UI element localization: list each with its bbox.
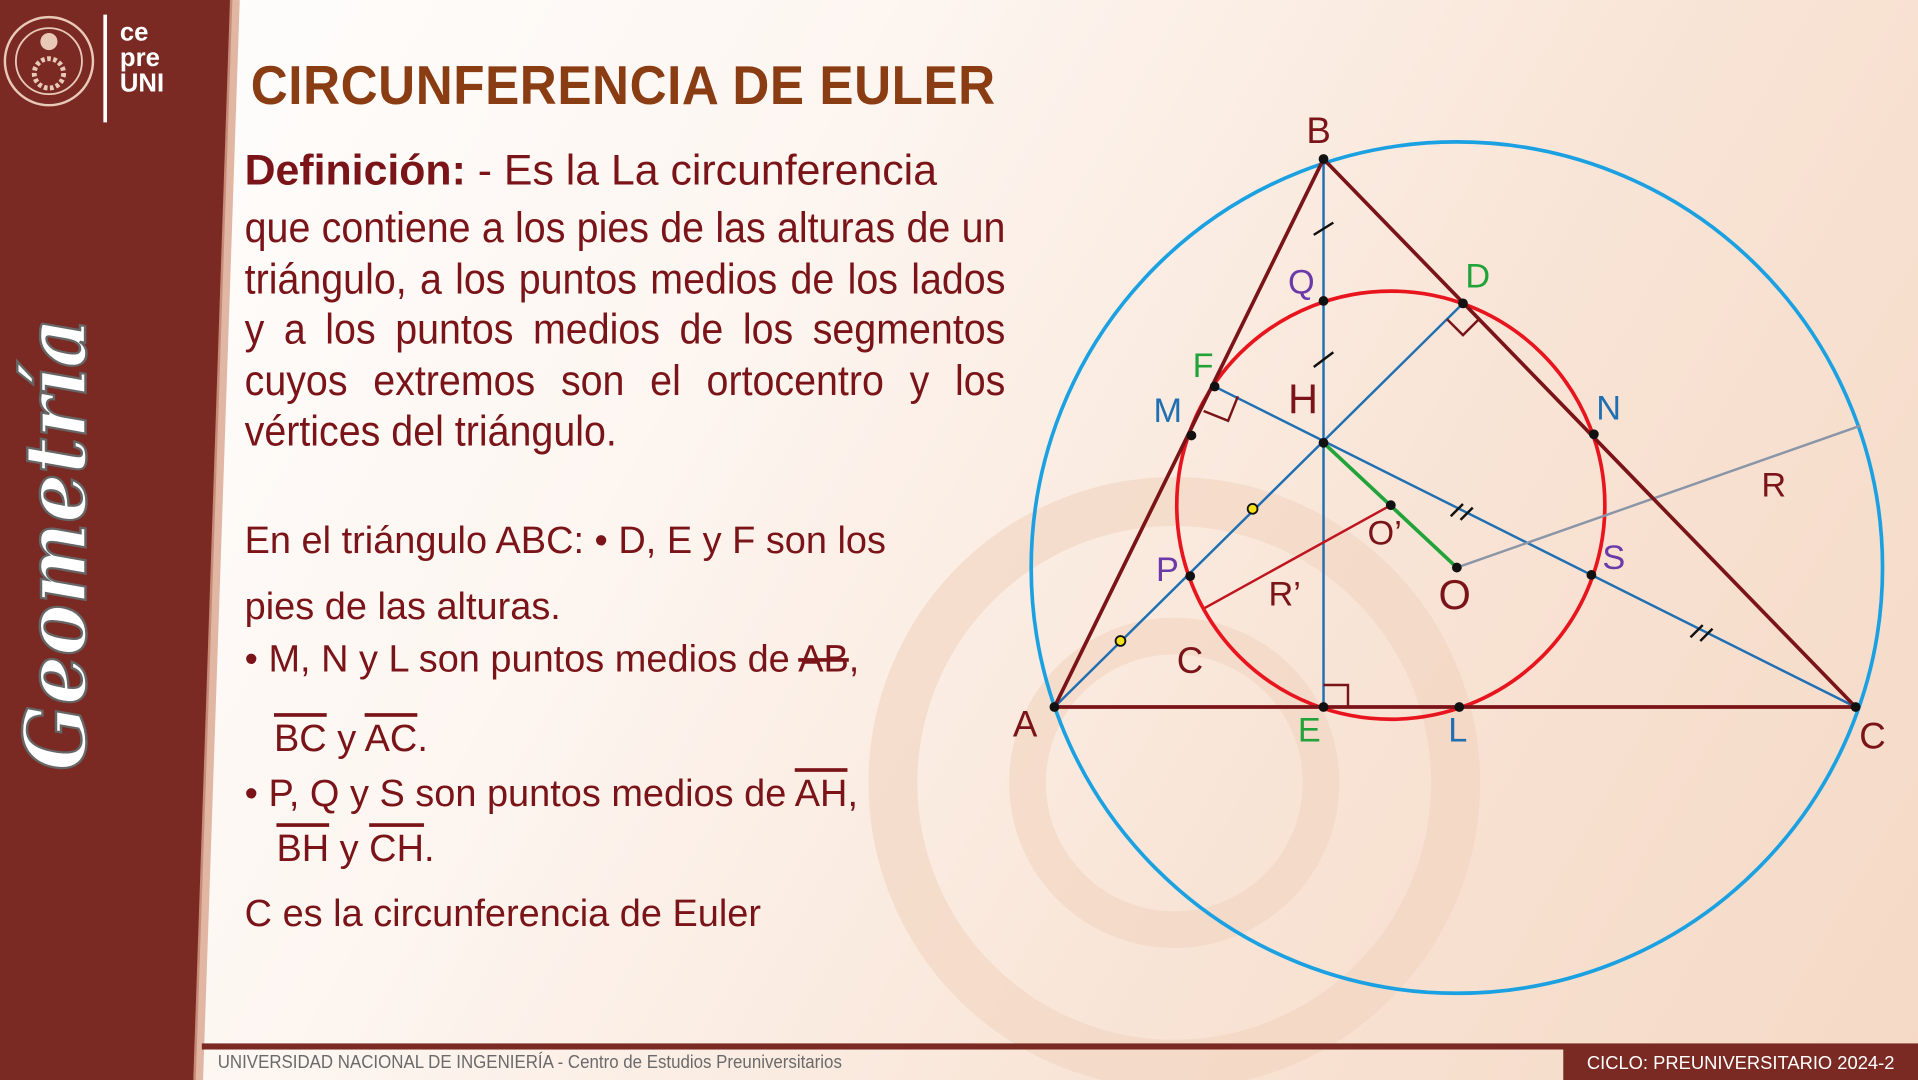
label-m: M <box>1153 392 1182 430</box>
footer-divider <box>201 1043 1918 1050</box>
label-r-prime: R’ <box>1268 575 1300 613</box>
triangle-abc <box>1051 155 1860 709</box>
radius-r-prime <box>1204 504 1392 610</box>
right-angle-marks <box>1203 318 1480 708</box>
nine-point-circle <box>1174 289 1607 722</box>
radius-r <box>1456 424 1861 569</box>
sidebar-band: Geometría <box>0 0 240 1080</box>
note6-post: . <box>423 826 435 870</box>
segment-ch: CH <box>369 826 424 870</box>
note5-pre: • P, Q y S son puntos medios de <box>244 771 795 815</box>
footer-cycle: CICLO: PREUNIVERSITARIO 2024-2 <box>1563 1048 1918 1080</box>
sidebar-subject: Geometría <box>7 318 107 771</box>
cepre-logo-text: ce pre UNI <box>120 20 164 97</box>
label-o: O <box>1439 571 1471 618</box>
note-line-3: • M, N y L son puntos medios de AB, <box>245 637 860 681</box>
page-title: CIRCUNFERENCIA DE EULER <box>250 53 996 117</box>
note4-post: . <box>417 716 428 760</box>
label-circle-c: C <box>1177 640 1204 681</box>
altitudes <box>1053 159 1857 709</box>
definition-label: Definición: <box>244 146 466 195</box>
segment-bc: BC <box>274 716 327 760</box>
logo-pre: pre <box>119 44 160 73</box>
label-a: A <box>1013 703 1038 744</box>
note-line-5: • P, Q y S son puntos medios de AH, <box>245 772 858 816</box>
label-b: B <box>1306 110 1330 151</box>
note-line-7: C es la circunferencia de Euler <box>244 891 762 935</box>
label-o-prime: O’ <box>1368 514 1402 552</box>
note6-mid: y <box>329 826 370 870</box>
definition-lead-text: - Es la <box>465 146 600 195</box>
label-h: H <box>1288 375 1318 422</box>
label-s: S <box>1602 539 1625 577</box>
note5-post: , <box>847 771 858 815</box>
note3-pre: • M, N y L son puntos medios de <box>244 637 799 681</box>
label-n: N <box>1596 390 1621 428</box>
note-line-1: En el triángulo ABC: • D, E y F son los <box>244 518 886 562</box>
label-f: F <box>1193 347 1214 385</box>
logo-ce: ce <box>119 18 149 47</box>
segment-bh: BH <box>276 826 330 870</box>
tick-marks <box>1313 221 1714 642</box>
definition-body: que contiene a los pies de las alturas d… <box>244 204 1006 456</box>
label-l: L <box>1448 711 1467 749</box>
footer-institution: UNIVERSIDAD NACIONAL DE INGENIERÍA - Cen… <box>217 1051 842 1073</box>
segment-ab: AB <box>798 637 849 681</box>
label-d: D <box>1465 257 1490 295</box>
label-r: R <box>1761 467 1786 505</box>
circumcircle <box>1029 140 1885 996</box>
definition-lead: Definición: - Es la La circunferencia <box>245 147 937 196</box>
note4-mid: y <box>326 716 365 760</box>
note-line-4: BC y AC. <box>274 717 428 761</box>
midpoint-marks <box>1114 503 1259 647</box>
label-c: C <box>1859 716 1886 757</box>
segment-ac: AC <box>364 716 418 760</box>
label-q: Q <box>1288 264 1315 302</box>
definition-overlap: La circunferencia <box>610 146 938 195</box>
logo-uni: UNI <box>119 69 165 98</box>
label-p: P <box>1156 551 1179 589</box>
segment-ah: AH <box>794 771 848 815</box>
label-e: E <box>1298 711 1321 749</box>
note-line-6: BH y CH. <box>276 827 434 871</box>
points <box>1049 154 1861 712</box>
note3-post: , <box>848 637 860 681</box>
note-line-2: pies de las alturas. <box>244 584 561 628</box>
